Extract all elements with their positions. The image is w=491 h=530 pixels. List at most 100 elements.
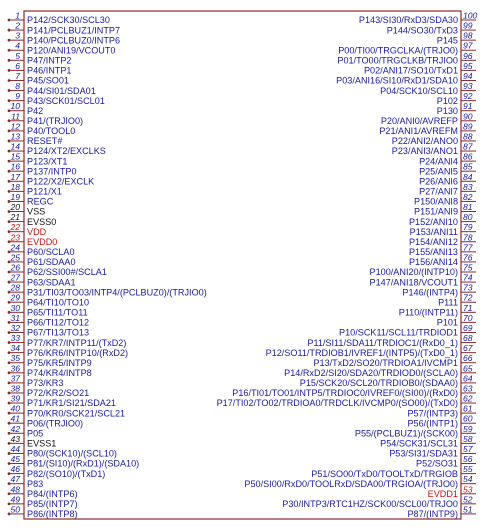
pin-number: 33 xyxy=(10,333,20,343)
pin-number: 81 xyxy=(463,202,473,212)
pin-number: 69 xyxy=(463,323,473,333)
pin-end-dot xyxy=(7,462,11,465)
pin-number: 5 xyxy=(15,51,20,61)
pin-number: 16 xyxy=(10,162,20,172)
pin-name: P05 xyxy=(27,428,43,438)
pin-name: P02/ANI17/SO10/TxD1 xyxy=(364,66,458,76)
pin-number: 58 xyxy=(463,434,473,444)
pin-name: P15/SCK20/SCL20/TRDIOB0/(SDAA0) xyxy=(300,378,458,388)
pin-end-dot xyxy=(7,401,11,405)
pin-number: 55 xyxy=(463,464,473,474)
pin-name: P47/INTP2 xyxy=(27,56,71,66)
pin-end-dot xyxy=(7,48,11,52)
pin-name: P71/KR1/SI21/SDA21 xyxy=(27,398,116,408)
pin-end-dot xyxy=(7,250,11,254)
pin-name: P53/SI31/SDA31 xyxy=(389,449,458,459)
pin-name: P11/SI11/SDA11/TRDIOC1/(RxD0_1) xyxy=(307,338,458,348)
pin-number: 67 xyxy=(463,343,474,353)
pin-end-dot xyxy=(7,310,11,314)
pin-number: 84 xyxy=(463,172,473,182)
pin-number: 73 xyxy=(463,283,473,293)
pin-name: P153/ANI11 xyxy=(410,227,458,237)
pin-number: 3 xyxy=(15,31,20,41)
pin-name: P62/SSI00#/SCLA1 xyxy=(27,267,107,277)
pin-name: P144/SO30/TxD3 xyxy=(387,25,458,35)
pin-name: P101 xyxy=(437,318,458,328)
pin-name: P130 xyxy=(437,106,458,116)
pin-number: 76 xyxy=(463,252,473,262)
pin-name: P31/TI03/TO03/INTP4/(PCLBUZ0)/(TRJIO0) xyxy=(27,287,207,297)
pin-end-dot xyxy=(7,210,11,213)
right-pin-group: 100P143/SI30/RxD3/SDA3099P144/SO30/TxD39… xyxy=(217,11,478,520)
pin-number: 8 xyxy=(15,81,20,91)
pin-end-dot xyxy=(7,159,11,163)
pin-end-dot xyxy=(7,452,11,455)
pin-end-dot xyxy=(7,109,11,113)
pin-name: P83 xyxy=(27,479,43,489)
pin-67: 67P12/SO11/TRDIOB1/IVREF1/(INTP5)/(TxD0_… xyxy=(266,343,476,358)
pin-end-dot xyxy=(7,331,11,334)
pin-number: 61 xyxy=(463,404,473,414)
pin-number: 47 xyxy=(10,474,21,484)
pin-number: 35 xyxy=(10,353,20,363)
pin-name: P57/(INTP3) xyxy=(407,408,458,418)
pin-number: 88 xyxy=(463,131,473,141)
pin-name: P51/SO00/TxD0/TOOLTxD/TRGIOB xyxy=(311,469,458,479)
pin-name: P84/(INTP6) xyxy=(27,489,78,499)
pin-number: 99 xyxy=(463,21,473,31)
pin-end-dot xyxy=(7,139,11,143)
pin-number: 43 xyxy=(10,434,20,444)
pin-name: P25/ANI5 xyxy=(419,166,458,176)
pin-name: P61/SDAA0 xyxy=(27,257,76,267)
pin-end-dot xyxy=(7,512,11,516)
pin-name: EVSS0 xyxy=(27,217,56,227)
pin-end-dot xyxy=(7,421,11,425)
pin-number: 42 xyxy=(10,424,20,434)
pin-name: P13/TxD2/SO20/TRDIOA1/IVCMP1 xyxy=(313,358,458,368)
pin-number: 86 xyxy=(463,152,473,162)
pin-end-dot xyxy=(7,411,11,415)
pin-63: 63P16/TI01/TO01/INTP5/TRDIOC0/IVREF0/(SI… xyxy=(232,383,476,398)
pin-name: P102 xyxy=(437,96,458,106)
pin-number: 13 xyxy=(10,131,20,141)
pin-name: P06/(TRJIO0) xyxy=(27,418,83,428)
pin-name: P123/XT1 xyxy=(27,156,67,166)
pin-end-dot xyxy=(7,391,11,395)
pin-number: 83 xyxy=(463,182,473,192)
pin-name: P63/SDAA1 xyxy=(27,277,76,287)
pin-end-dot xyxy=(7,290,11,294)
pin-99: 99 P144/SO30/TxD3 xyxy=(387,21,476,35)
pin-number: 20 xyxy=(9,202,20,212)
pin-number: 75 xyxy=(463,263,473,273)
pin-number: 94 xyxy=(463,71,473,81)
pin-number: 80 xyxy=(463,212,473,222)
pin-end-dot xyxy=(7,472,11,475)
pin-name: P04/SCK10/SCL10 xyxy=(380,86,458,96)
pin-name: P75/KR5/INTP9 xyxy=(27,358,92,368)
pin-name: P151/ANI9 xyxy=(414,207,458,217)
pin-number: 18 xyxy=(10,182,20,192)
